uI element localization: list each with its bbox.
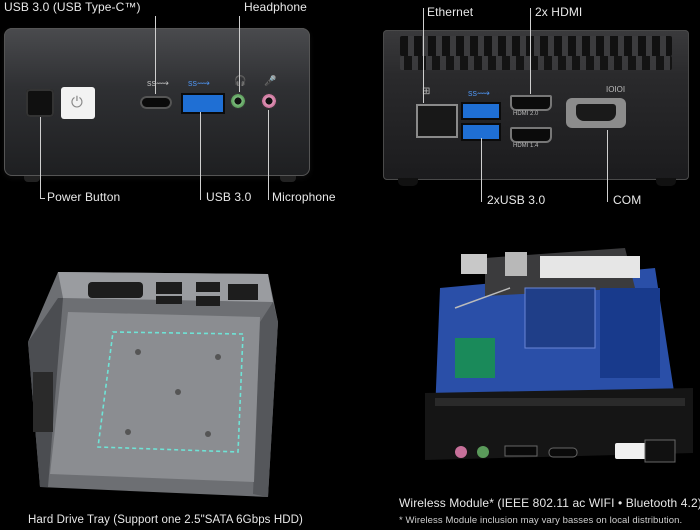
com-port — [566, 98, 626, 128]
leader-ethernet — [423, 8, 424, 103]
com-mark: IOIOI — [606, 85, 626, 94]
leader-microphone — [268, 110, 269, 200]
front-foot-left — [24, 176, 40, 182]
label-ethernet: Ethernet — [427, 5, 474, 19]
label-com: COM — [613, 193, 642, 207]
label-power-button: Power Button — [47, 190, 121, 204]
power-button-square — [26, 89, 54, 117]
hdmi-mark-top: HDMI 2.0 — [513, 111, 539, 117]
usb-ss-icon-rear: ss⟿ — [468, 88, 490, 98]
network-icon: ⊞ — [422, 86, 431, 97]
leader-hdmi — [530, 8, 531, 94]
microphone-icon: 🎤 — [264, 76, 277, 87]
front-foot-right — [280, 176, 296, 182]
label-hard-drive-tray: Hard Drive Tray (Support one 2.5"SATA 6G… — [28, 514, 303, 526]
leader-power-h — [40, 198, 45, 199]
leader-power — [40, 117, 41, 199]
leader-usb30 — [200, 112, 201, 200]
usb-30-port-front — [181, 93, 225, 114]
label-wireless-note: * Wireless Module inclusion may vary bas… — [399, 515, 683, 526]
hard-drive-tray-image — [28, 272, 278, 497]
headphone-icon: 🎧 — [234, 76, 247, 87]
headphone-jack — [230, 93, 246, 109]
rear-vent — [400, 36, 672, 56]
leader-com — [607, 130, 608, 202]
usb-ss-icon: ss⟿ — [147, 78, 169, 88]
leader-usb30-2x — [481, 138, 482, 202]
ethernet-port — [416, 104, 458, 138]
label-headphone: Headphone — [244, 0, 307, 14]
leader-usbc — [155, 16, 156, 94]
hdmi-port-bottom — [510, 127, 552, 143]
hdmi-port-top — [510, 95, 552, 111]
label-wireless-module: Wireless Module* (IEEE 802.11 ac WIFI • … — [399, 496, 700, 510]
label-usb30-2x: 2xUSB 3.0 — [487, 193, 546, 207]
hdmi-mark-bottom: HDMI 1.4 — [513, 143, 539, 149]
usb-ss-icon-blue: ss⟿ — [188, 78, 210, 88]
microphone-jack — [261, 93, 277, 109]
power-button: ⏻ — [61, 87, 95, 119]
label-usb30: USB 3.0 — [206, 190, 252, 204]
leader-headphone — [239, 16, 240, 92]
usb-30-port-rear-top — [461, 102, 501, 120]
label-usb30-typec: USB 3.0 (USB Type-C™) — [4, 0, 141, 14]
label-microphone: Microphone — [272, 190, 336, 204]
label-hdmi: 2x HDMI — [535, 5, 583, 19]
rear-foot-right — [656, 178, 676, 186]
motherboard-image — [425, 248, 693, 463]
rear-vent-lower — [400, 56, 672, 70]
power-icon: ⏻ — [71, 94, 83, 111]
rear-foot-left — [398, 178, 418, 186]
usb-type-c-port — [140, 96, 172, 109]
